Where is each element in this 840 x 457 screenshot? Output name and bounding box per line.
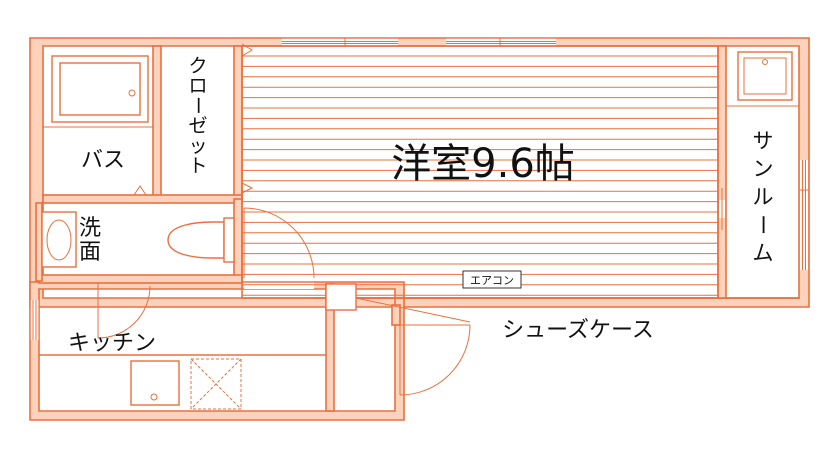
shoe-case-label: シューズケース — [502, 318, 654, 343]
label-char: ー — [186, 96, 208, 115]
wash-basin — [41, 211, 77, 268]
western-room-label: 洋室9.6帖 — [391, 141, 575, 187]
label-char: ッ — [188, 135, 207, 157]
label-char: サ — [753, 129, 774, 153]
wall-bath-closet — [152, 45, 162, 200]
stove — [190, 358, 242, 410]
wall-washroom-right — [233, 198, 243, 280]
label-char: ト — [188, 155, 207, 177]
washroom-label: 洗面 — [79, 216, 101, 265]
label-char: ク — [188, 55, 207, 77]
window-top-left — [282, 38, 398, 46]
label-char: ル — [753, 185, 774, 209]
aircon-box — [462, 270, 522, 289]
kitchen-label: キッチン — [68, 331, 156, 356]
label-char: ロ — [188, 75, 207, 97]
wall-closet-room — [233, 45, 243, 200]
window-top-right — [446, 38, 556, 46]
aircon-label: エアコン — [470, 274, 514, 287]
bath-label: バス — [81, 148, 125, 173]
shoe-case — [325, 283, 357, 311]
wall-washroom-bottom — [38, 274, 243, 284]
door-washroom — [243, 207, 315, 279]
label-char: ー — [751, 214, 775, 235]
sink — [130, 360, 180, 406]
label-char: ム — [753, 241, 774, 265]
flooring-lines — [242, 55, 718, 296]
wall-sunroom — [717, 45, 727, 299]
toilet — [167, 221, 225, 259]
wall-bath-bottom — [42, 194, 243, 204]
label-char: ゼ — [188, 115, 207, 137]
label-char: ン — [753, 157, 774, 181]
door-entrance — [399, 324, 471, 396]
door-kitchen — [97, 283, 151, 339]
